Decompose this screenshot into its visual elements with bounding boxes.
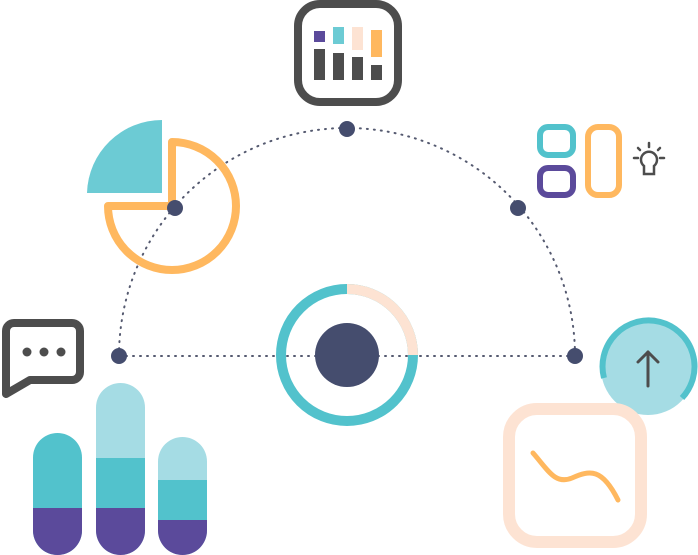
line-chart-icon: [503, 403, 647, 548]
chat-bubble-icon: [2, 319, 84, 398]
lightbulb-icon: [632, 141, 666, 176]
bar-chart-icon: [294, 0, 402, 106]
upload-arrow-icon: [599, 317, 698, 415]
node-dot: [167, 200, 183, 216]
target-ring-icon: [276, 284, 418, 426]
node-dot: [567, 348, 583, 364]
node-dot: [510, 200, 526, 216]
stacked-columns-icon: [33, 383, 207, 555]
dashboard-layout-icon: [537, 124, 622, 198]
node-dot: [339, 121, 355, 137]
pie-chart-icon: [87, 119, 240, 274]
node-dot: [111, 348, 127, 364]
dotted-arc: [118, 127, 576, 357]
